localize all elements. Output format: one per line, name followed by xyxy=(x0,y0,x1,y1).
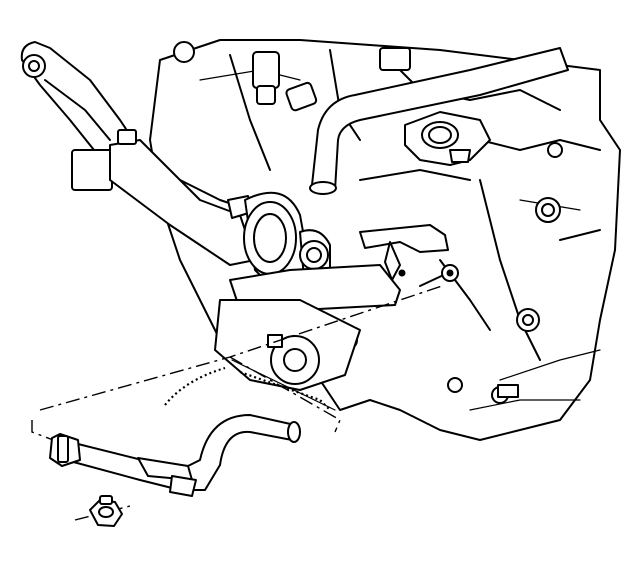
thermostat-housing xyxy=(20,41,331,292)
retaining-nut xyxy=(89,495,123,527)
sensor-connectors xyxy=(173,41,433,112)
retaining-bolt xyxy=(419,264,459,287)
upper-coolant-pipe xyxy=(309,47,569,195)
coolant-crossover-pipe xyxy=(49,414,301,497)
lower-plate xyxy=(164,264,401,411)
mounting-bracket xyxy=(359,224,449,281)
